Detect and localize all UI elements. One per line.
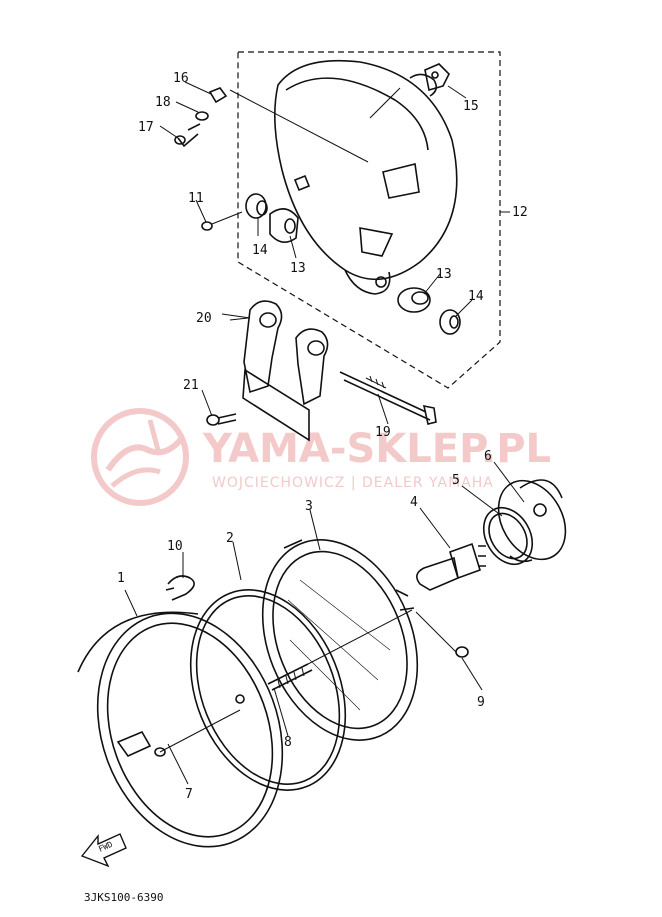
part-13-bushing-right xyxy=(397,287,431,313)
yamaha-tuning-fork-emblem-icon xyxy=(91,408,189,506)
part-10-clip xyxy=(165,575,195,601)
label-1: 1 xyxy=(117,571,125,586)
label-6: 6 xyxy=(484,449,492,464)
label-5: 5 xyxy=(452,473,460,488)
label-3: 3 xyxy=(305,499,313,514)
label-18: 18 xyxy=(155,95,171,110)
part-14-grommet-left xyxy=(245,193,268,219)
label-13-right: 13 xyxy=(436,267,452,282)
headlight-unit-group xyxy=(77,479,567,848)
headlight-body xyxy=(274,59,458,295)
label-10: 10 xyxy=(167,539,183,554)
label-12: 12 xyxy=(512,205,528,220)
label-2: 2 xyxy=(226,531,234,546)
label-14-right: 14 xyxy=(468,289,484,304)
part-16-nut xyxy=(208,87,228,104)
label-20: 20 xyxy=(196,311,212,326)
label-13-left: 13 xyxy=(290,261,306,276)
drawing-code: 3JKS100-6390 xyxy=(84,891,163,904)
label-14-left: 14 xyxy=(252,243,268,258)
group-boundary-dashed xyxy=(237,51,501,389)
part-9-screw xyxy=(415,611,469,658)
part-19-bolt xyxy=(339,371,437,425)
forward-direction-arrow-icon: FWD xyxy=(80,833,127,868)
watermark-dealer: WOJCIECHOWICZ | DEALER YAMAHA xyxy=(212,475,494,491)
part-15-clip xyxy=(424,63,450,92)
label-9: 9 xyxy=(477,695,485,710)
label-16: 16 xyxy=(173,71,189,86)
part-8-spring xyxy=(267,609,413,691)
watermark: YAMA-SKLEP.PL WOJCIECHOWICZ | DEALER YAM… xyxy=(91,408,551,506)
headlight-case-group xyxy=(174,51,501,389)
part-21-bolt xyxy=(206,413,237,426)
part-18-washer xyxy=(195,111,209,121)
label-15: 15 xyxy=(463,99,479,114)
watermark-brand: YAMA-SKLEP.PL xyxy=(202,426,551,472)
part-14-grommet-right xyxy=(439,309,461,335)
part-4-bulb xyxy=(416,542,486,591)
leader-lines xyxy=(124,81,525,785)
part-labels: 16 18 17 15 11 12 14 13 13 14 20 21 19 6… xyxy=(117,71,528,802)
part-6-rear-cover xyxy=(497,479,567,563)
label-17: 17 xyxy=(138,120,154,135)
part-17-bolt xyxy=(174,123,201,148)
label-8: 8 xyxy=(284,735,292,750)
label-21: 21 xyxy=(183,378,199,393)
part-13-bushing-left xyxy=(269,208,299,243)
bracket-group xyxy=(206,300,437,442)
part-11-screw xyxy=(201,211,243,231)
label-19: 19 xyxy=(375,425,391,440)
part-20-bracket xyxy=(229,300,329,442)
part-7-screw xyxy=(154,709,241,757)
label-11: 11 xyxy=(188,191,204,206)
part-3-lens-unit xyxy=(261,539,419,741)
label-7: 7 xyxy=(185,787,193,802)
part-2-ring xyxy=(189,589,347,791)
part-5-seal-ring xyxy=(482,506,534,566)
label-4: 4 xyxy=(410,495,418,510)
part-1-rim xyxy=(77,611,284,848)
